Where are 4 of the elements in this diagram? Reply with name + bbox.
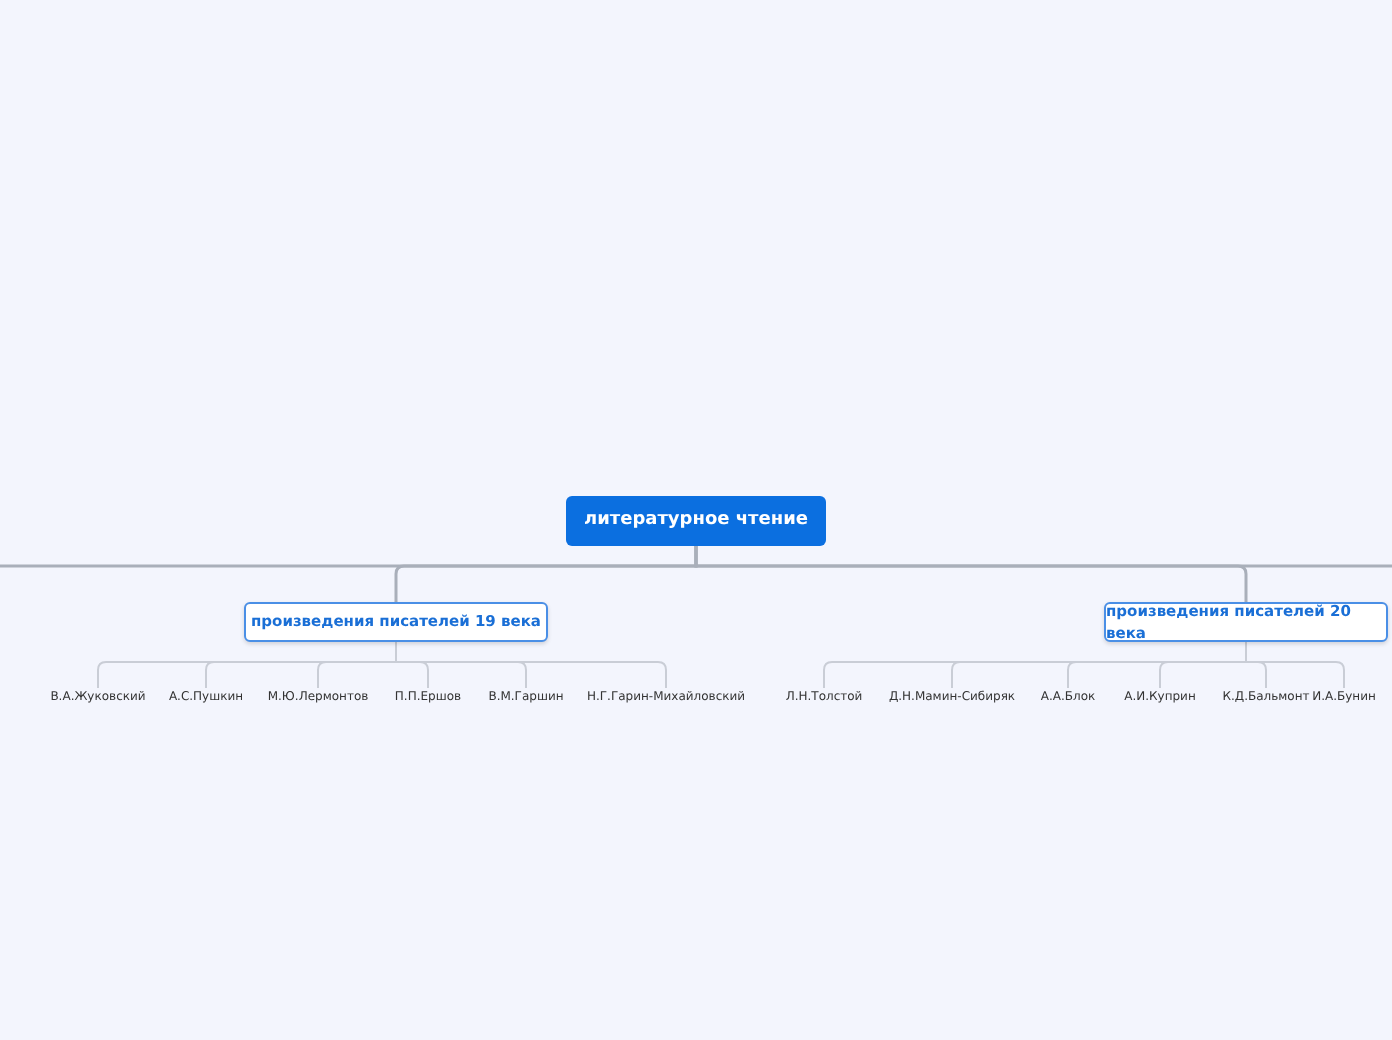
central-topic-box: литературное чтение [566,496,826,546]
connector-line [694,546,1392,568]
connector-line [395,641,667,689]
connector-line [1245,641,1345,689]
